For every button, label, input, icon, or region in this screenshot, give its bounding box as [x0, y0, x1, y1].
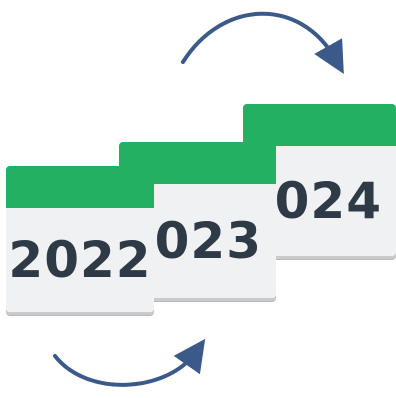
calendar-header [243, 104, 396, 146]
calendar-header [6, 166, 154, 208]
curved-arrow-bottom-icon [53, 338, 206, 387]
calendar-2022: 2022 [6, 166, 154, 312]
calendar-body [6, 208, 154, 312]
curved-arrow-top-icon [181, 11, 344, 74]
calendar-year-label: 2022 [8, 231, 152, 289]
